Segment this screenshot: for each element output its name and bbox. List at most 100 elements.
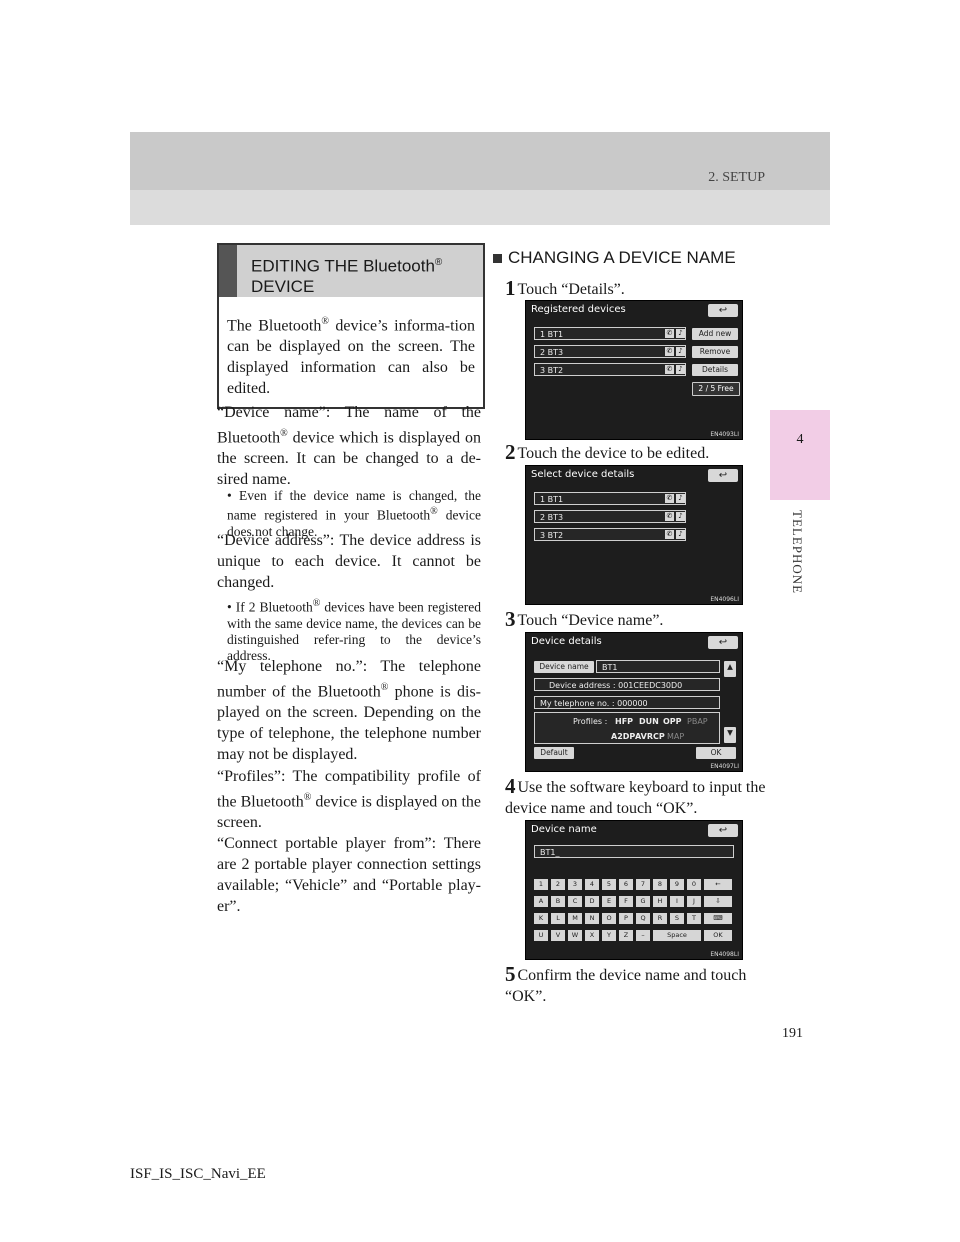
keyboard-key[interactable]: O [602, 913, 616, 924]
music-icon: ♪ [676, 365, 685, 374]
keyboard-key[interactable]: I [670, 896, 684, 907]
details-button[interactable]: Details [692, 364, 738, 376]
device-row[interactable]: 2 BT3✆♪ [534, 510, 686, 523]
keyboard-layout-icon[interactable]: ⌨ [704, 913, 732, 924]
keyboard-key[interactable]: – [636, 930, 650, 941]
add-new-button[interactable]: Add new [692, 328, 738, 340]
screen-title: Device name [531, 824, 597, 835]
keyboard-key[interactable]: 5 [602, 879, 616, 890]
back-button[interactable]: ↩ [708, 469, 738, 482]
device-address-note: • If 2 Bluetooth® devices have been regi… [227, 598, 481, 663]
keyboard-key[interactable]: M [568, 913, 582, 924]
default-button[interactable]: Default [534, 747, 574, 759]
keyboard-key[interactable]: F [619, 896, 633, 907]
keyboard-key[interactable]: T [687, 913, 701, 924]
keyboard-key[interactable]: C [568, 896, 582, 907]
keyboard-key[interactable]: Q [636, 913, 650, 924]
phone-icon: ✆ [665, 530, 674, 539]
keyboard-key[interactable]: J [687, 896, 701, 907]
device-row[interactable]: 1 BT1✆♪ [534, 327, 686, 340]
scroll-down-button[interactable]: ▼ [724, 727, 736, 743]
back-button[interactable]: ↩ [708, 304, 738, 317]
device-address-paragraph: “Device address”: The device address is … [217, 532, 481, 591]
keyboard-key[interactable]: E [602, 896, 616, 907]
device-row[interactable]: 3 BT2✆♪ [534, 363, 686, 376]
music-icon: ♪ [676, 530, 685, 539]
scroll-up-button[interactable]: ▲ [724, 661, 736, 677]
keyboard-key[interactable]: P [619, 913, 633, 924]
screen-title: Select device details [531, 469, 635, 480]
keyboard-key[interactable]: 2 [551, 879, 565, 890]
music-icon: ♪ [676, 329, 685, 338]
keyboard-key[interactable]: A [534, 896, 548, 907]
device-row[interactable]: 2 BT3✆♪ [534, 345, 686, 358]
keyboard-key[interactable]: D [585, 896, 599, 907]
keyboard-key[interactable]: Z [619, 930, 633, 941]
keyboard-key[interactable]: H [653, 896, 667, 907]
keyboard-key[interactable]: W [568, 930, 582, 941]
portable-player-paragraph: “Connect portable player from”: There ar… [217, 835, 481, 915]
keyboard-key[interactable]: 1 [534, 879, 548, 890]
keyboard-key[interactable]: 0 [687, 879, 701, 890]
figure-code: EN4093LI [710, 431, 739, 438]
keyboard-key[interactable]: 3 [568, 879, 582, 890]
space-key[interactable]: Space [653, 930, 701, 941]
device-name-note: • Even if the device name is changed, th… [227, 488, 482, 539]
device-address-row: Device address : 001CEEDC30D0 [534, 678, 720, 691]
keyboard-key[interactable]: Y [602, 930, 616, 941]
keyboard-key[interactable]: K [534, 913, 548, 924]
device-name-button[interactable]: Device name [534, 661, 594, 673]
back-button[interactable]: ↩ [708, 636, 738, 649]
telephone-no-paragraph: “My telephone no.”: The telephone number… [217, 658, 481, 764]
keyboard-key[interactable]: U [534, 930, 548, 941]
chapter-label: TELEPHONE [790, 510, 805, 595]
section-header: 2. SETUP [708, 170, 765, 185]
remove-button[interactable]: Remove [692, 346, 738, 358]
screen-device-details: Device details ↩ Device name BT1 Device … [525, 632, 743, 772]
ok-key[interactable]: OK [704, 930, 732, 941]
device-row[interactable]: 1 BT1✆♪ [534, 492, 686, 505]
keyboard-key[interactable]: B [551, 896, 565, 907]
ok-button[interactable]: OK [696, 747, 736, 759]
telephone-no-row: My telephone no. : 000000 [534, 696, 720, 709]
capacity-indicator: 2 / 5 Free [692, 382, 740, 396]
chapter-number: 4 [796, 432, 804, 447]
backspace-key-icon[interactable]: ← [704, 879, 732, 890]
keyboard-key[interactable]: X [585, 930, 599, 941]
header-bar [130, 132, 830, 190]
figure-code: EN4098LI [710, 951, 739, 958]
page-number: 191 [782, 1026, 803, 1041]
keyboard-key[interactable]: S [670, 913, 684, 924]
keyboard-key[interactable]: 4 [585, 879, 599, 890]
info-box: EDITING THE Bluetooth® DEVICE The Blueto… [217, 243, 485, 410]
keyboard-key[interactable]: G [636, 896, 650, 907]
name-input-field[interactable]: BT1_ [534, 845, 734, 858]
keyboard-key[interactable]: L [551, 913, 565, 924]
section-title: CHANGING A DEVICE NAME [493, 248, 736, 268]
document-id: ISF_IS_ISC_Navi_EE [130, 1166, 266, 1182]
keyboard-key[interactable]: 8 [653, 879, 667, 890]
music-icon: ♪ [676, 347, 685, 356]
profiles-paragraph: “Profiles”: The compatibility profile of… [217, 768, 481, 832]
keyboard-key[interactable]: 7 [636, 879, 650, 890]
info-box-accent [219, 245, 237, 297]
keyboard-key[interactable]: R [653, 913, 667, 924]
chapter-tab [770, 410, 830, 500]
keyboard-key[interactable]: 6 [619, 879, 633, 890]
phone-icon: ✆ [665, 512, 674, 521]
info-box-body: The Bluetooth® device’s informa-tion can… [227, 316, 475, 398]
phone-icon: ✆ [665, 329, 674, 338]
screen-title: Device details [531, 636, 602, 647]
keyboard-key[interactable]: 9 [670, 879, 684, 890]
keyboard-key[interactable]: V [551, 930, 565, 941]
shift-key-icon[interactable]: ⇩ [704, 896, 732, 907]
back-button[interactable]: ↩ [708, 824, 738, 837]
keyboard-key[interactable]: N [585, 913, 599, 924]
profiles-row: Profiles : HFP DUN OPP PBAP A2DP AVRCP M… [534, 712, 720, 744]
device-row[interactable]: 3 BT2✆♪ [534, 528, 686, 541]
music-icon: ♪ [676, 512, 685, 521]
phone-icon: ✆ [665, 494, 674, 503]
